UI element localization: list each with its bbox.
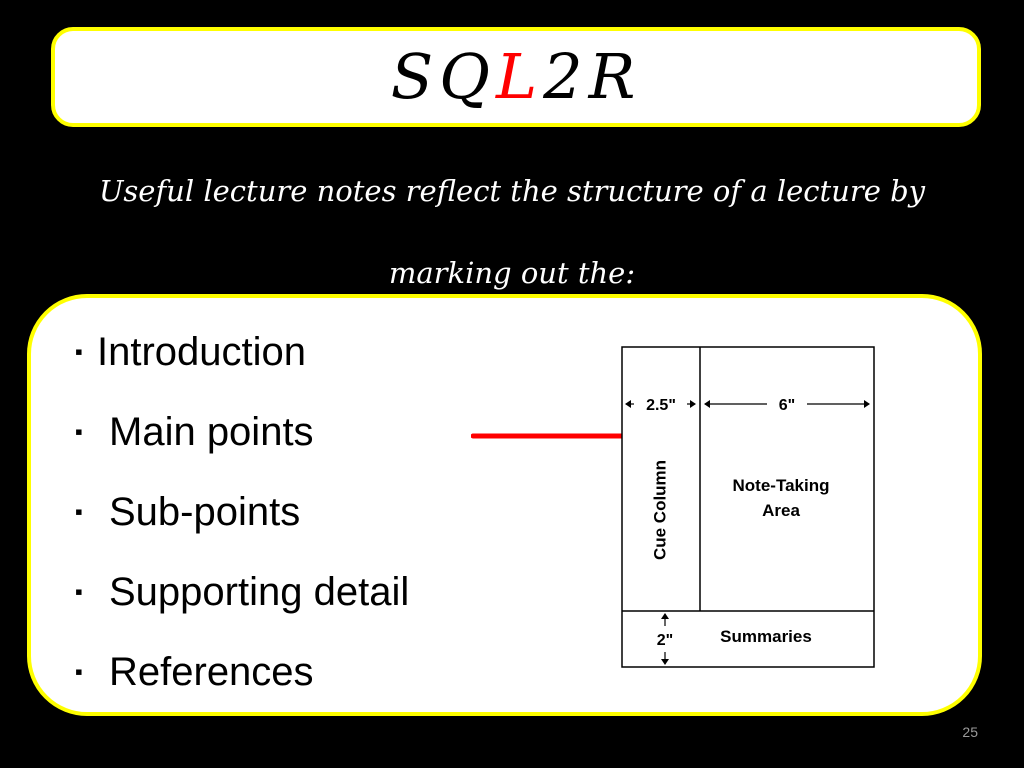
bullet-marker-icon: ▪ — [75, 579, 83, 604]
bullet-marker-icon: ▪ — [75, 659, 83, 684]
bullet-item: ▪ References — [75, 632, 409, 712]
summary-height-label: 2" — [657, 632, 673, 649]
subtitle-line-2: marking out the: — [388, 256, 636, 290]
cornell-notes-diagram: 2.5" 6" Cue Column Note-Taking Area 2" S… — [621, 346, 875, 668]
bullet-label: References — [109, 650, 314, 694]
title-box: SQL2R — [51, 27, 981, 127]
summaries-label: Summaries — [720, 627, 812, 646]
bullet-marker-icon: ▪ — [75, 419, 83, 444]
bullet-list: ▪ Introduction ▪ Main points ▪ Sub-points ▪… — [75, 312, 409, 712]
bullet-item: ▪ Supporting detail — [75, 552, 409, 632]
bullet-marker-icon: ▪ — [75, 339, 83, 364]
bullet-item: ▪ Introduction — [75, 312, 409, 392]
bullet-label: Supporting detail — [109, 570, 410, 614]
page-number: 25 — [962, 724, 978, 740]
content-box: ▪ Introduction ▪ Main points ▪ Sub-points ▪… — [27, 294, 982, 716]
subtitle-line-1: Useful lecture notes reflect the structu… — [98, 174, 926, 208]
note-taking-label-line2: Area — [762, 501, 800, 520]
title-highlight: L — [496, 40, 544, 113]
bullet-label: Sub-points — [109, 490, 301, 534]
slide-title: SQL2R — [391, 46, 642, 108]
notes-width-dimension-icon — [704, 400, 870, 408]
summary-height-dimension-icon — [661, 613, 669, 665]
bullet-item: ▪ Sub-points — [75, 472, 409, 552]
bullet-label: Introduction — [97, 330, 307, 374]
bullet-item: ▪ Main points — [75, 392, 409, 472]
cue-column-label: Cue Column — [650, 460, 669, 560]
slide-subtitle: Useful lecture notes reflect the structu… — [40, 150, 984, 314]
title-part-2: 2R — [543, 40, 642, 113]
bullet-label: Main points — [109, 410, 314, 454]
notes-width-label: 6" — [779, 397, 795, 414]
note-taking-label-line1: Note-Taking — [733, 476, 830, 495]
cue-width-dimension-icon — [625, 400, 696, 408]
bullet-marker-icon: ▪ — [75, 499, 83, 524]
cue-width-label: 2.5" — [646, 397, 676, 414]
title-part-1: SQ — [390, 40, 496, 113]
